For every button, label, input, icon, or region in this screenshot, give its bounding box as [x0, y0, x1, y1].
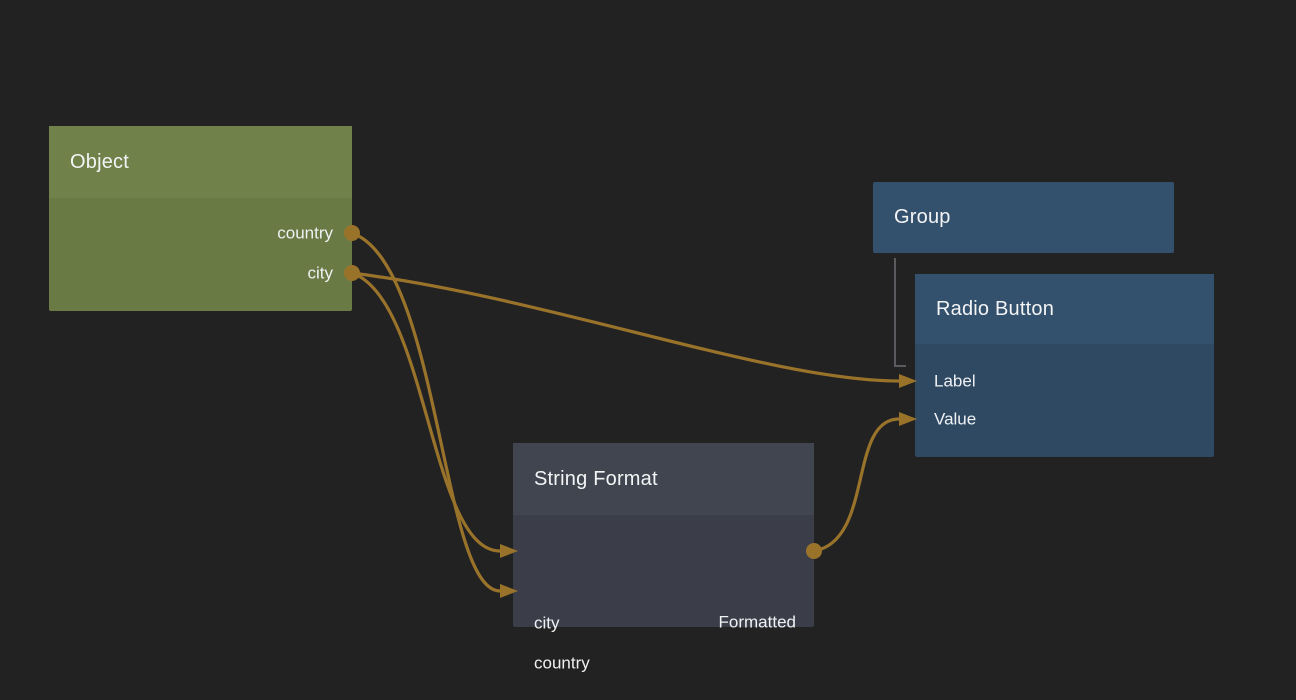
node-string-format-body: city country Formatted [513, 515, 814, 672]
node-radio-button-header[interactable]: Radio Button [915, 274, 1214, 344]
node-object-body: country city [49, 198, 352, 311]
node-object-title: Object [70, 150, 130, 173]
output-port-label-city: city [307, 263, 334, 283]
output-port-dot-object-country[interactable] [344, 225, 360, 241]
node-object-header[interactable]: Object [49, 126, 352, 198]
node-object[interactable]: Object country city [49, 126, 352, 311]
output-port-dot-object-city[interactable] [344, 265, 360, 281]
wire-object-country-to-stringformat-country[interactable] [350, 231, 502, 593]
arrowhead-stringformat-country-input [500, 584, 518, 598]
input-port-label-label: Label [934, 371, 976, 391]
input-port-label-city: city [534, 613, 560, 633]
node-string-format-title: String Format [534, 467, 658, 490]
node-radio-button-title: Radio Button [936, 297, 1055, 320]
node-radio-button[interactable]: Radio Button Label Value [915, 274, 1214, 457]
node-radio-button-body: Label Value [915, 344, 1214, 457]
group-link-group-to-radio-button [894, 258, 906, 367]
node-group[interactable]: Group [873, 182, 1174, 253]
node-group-title: Group [894, 206, 951, 228]
node-string-format-header[interactable]: String Format [513, 443, 814, 515]
arrowhead-stringformat-city-input [500, 544, 518, 558]
wire-stringformat-formatted-to-radio-value[interactable] [812, 417, 901, 553]
output-port-label-formatted: Formatted [718, 612, 796, 632]
output-port-label-country: country [277, 223, 333, 243]
node-group-header[interactable]: Group [873, 182, 1174, 253]
input-port-label-country: country [534, 653, 590, 673]
output-port-dot-stringformat-formatted[interactable] [806, 543, 822, 559]
arrowhead-radio-label-input [899, 374, 917, 388]
input-port-label-value: Value [934, 409, 977, 429]
arrowhead-radio-value-input [899, 412, 917, 426]
wire-object-city-to-radio-label[interactable] [350, 271, 901, 383]
node-string-format[interactable]: String Format city country Formatted [513, 443, 814, 672]
wire-object-city-to-stringformat-city[interactable] [350, 271, 502, 553]
